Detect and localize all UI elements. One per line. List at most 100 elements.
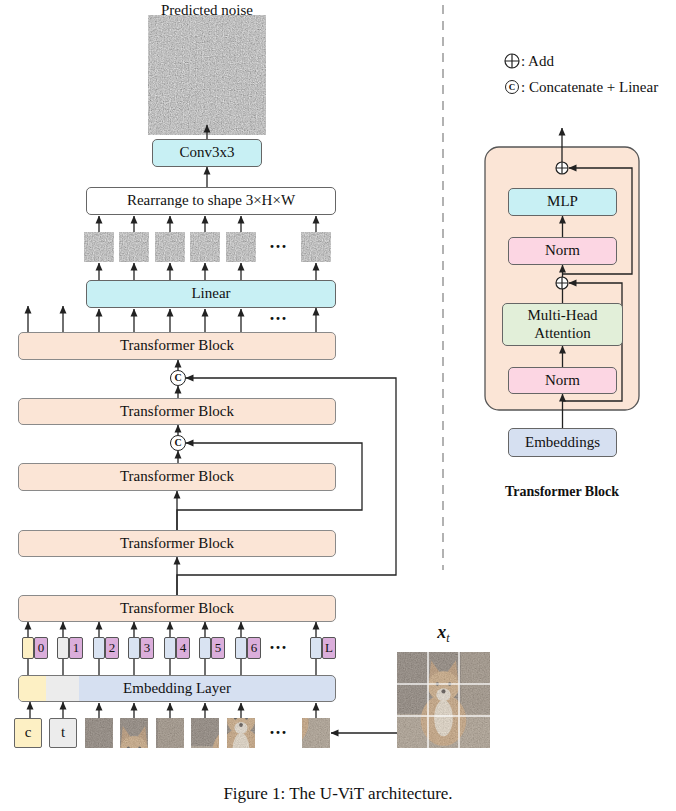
box-label: Transformer Block [485, 484, 639, 500]
add-symbol [556, 277, 568, 289]
legend-add-symbol [505, 54, 519, 68]
box-label: Transformer Block [120, 337, 234, 354]
token-box: 3 [128, 637, 154, 659]
segment-fill [19, 676, 46, 701]
attention-box: Multi-Head Attention [502, 303, 623, 346]
box-label: 2 [109, 641, 116, 656]
box-label: L [325, 641, 333, 656]
time-box: t [49, 718, 77, 748]
math-label: t [446, 631, 449, 645]
norm-box: Norm [508, 367, 617, 394]
token-part [199, 637, 211, 659]
connector [204, 622, 205, 637]
transformer-block: Transformer Block [18, 595, 336, 622]
connector [62, 702, 63, 718]
math-label: x [437, 622, 446, 642]
connector [240, 659, 241, 675]
connector [206, 125, 207, 139]
connector [562, 216, 563, 237]
box-label: 6 [251, 641, 258, 656]
connector [240, 622, 241, 637]
legend-text: : Add [521, 53, 554, 69]
condition-box: c [14, 718, 42, 748]
box-label: C [174, 373, 181, 383]
box-label: Conv3x3 [179, 144, 234, 161]
connector [27, 659, 28, 675]
box-label: 0 [38, 641, 45, 656]
transformer-block: Transformer Block [18, 530, 336, 557]
connector [169, 622, 170, 637]
connector [206, 167, 207, 187]
legend-concat-symbol: C [505, 80, 519, 94]
connector [204, 659, 205, 675]
connector [133, 659, 134, 675]
token-part [128, 637, 140, 659]
concat-circle: C [170, 370, 186, 386]
linear-box: Linear [86, 280, 336, 308]
transformer-block: Transformer Block [18, 398, 336, 425]
connector [27, 622, 28, 637]
layout-arrows [28, 128, 632, 733]
box-label: 3 [144, 641, 151, 656]
position-box: 1 [69, 637, 83, 659]
position-box: 3 [140, 637, 154, 659]
conv-box: Conv3x3 [152, 139, 262, 167]
connector [62, 622, 63, 637]
mlp-box: MLP [508, 188, 617, 216]
token-part [22, 637, 34, 659]
token-part [93, 637, 105, 659]
token-part [235, 637, 247, 659]
position-box: L [322, 637, 336, 659]
legend-entry: : Concatenate + Linear [521, 78, 658, 96]
figure-caption: Figure 1: The U-ViT architecture. [0, 784, 676, 804]
connector [133, 622, 134, 637]
input-picture [397, 652, 490, 748]
connector [315, 659, 316, 675]
add-symbol [556, 162, 568, 174]
legend-text: : Concatenate + Linear [521, 79, 658, 95]
connector [29, 702, 30, 718]
connector [98, 659, 99, 675]
box-label: Transformer Block [120, 468, 234, 485]
connector [177, 386, 178, 398]
connector [177, 360, 178, 370]
box-label: 1 [73, 641, 80, 656]
box-label: Multi-Head Attention [503, 307, 622, 342]
ellipsis: ··· [263, 309, 293, 329]
box-label: Embeddings [525, 434, 600, 451]
box-label: Transformer Block [120, 535, 234, 552]
connector [562, 394, 563, 428]
embeddings-box: Embeddings [508, 428, 617, 457]
box-label: Transformer Block [120, 600, 234, 617]
noise-patches [84, 232, 331, 262]
divider-line [442, 5, 444, 570]
connector [98, 622, 99, 637]
legend-entry: : Add [521, 52, 554, 70]
token-box: 1 [57, 637, 83, 659]
input-image: xt [397, 652, 490, 748]
position-box: 2 [105, 637, 119, 659]
box-label: Transformer Block [120, 403, 234, 420]
position-box: 0 [34, 637, 48, 659]
box-label: Norm [545, 372, 580, 389]
connector [177, 425, 178, 435]
box-label: MLP [547, 193, 578, 210]
box-label: Norm [545, 242, 580, 259]
ellipsis: ··· [263, 723, 293, 743]
token-box: 5 [199, 637, 225, 659]
connector [169, 659, 170, 675]
transformer-block: Transformer Block [18, 332, 336, 360]
box-label: Predicted noise [161, 2, 253, 19]
concat-circle: C [170, 435, 186, 451]
connector [315, 622, 316, 637]
token-part [164, 637, 176, 659]
connector [177, 451, 178, 463]
position-box: 5 [211, 637, 225, 659]
position-box: 4 [176, 637, 190, 659]
token-box: 2 [93, 637, 119, 659]
ellipsis: ··· [263, 237, 293, 257]
norm-box: Norm [508, 237, 617, 265]
block-container: Transformer BlockMLPNormMulti-Head Atten… [485, 147, 639, 410]
connector [62, 659, 63, 675]
box-label: 5 [215, 641, 222, 656]
